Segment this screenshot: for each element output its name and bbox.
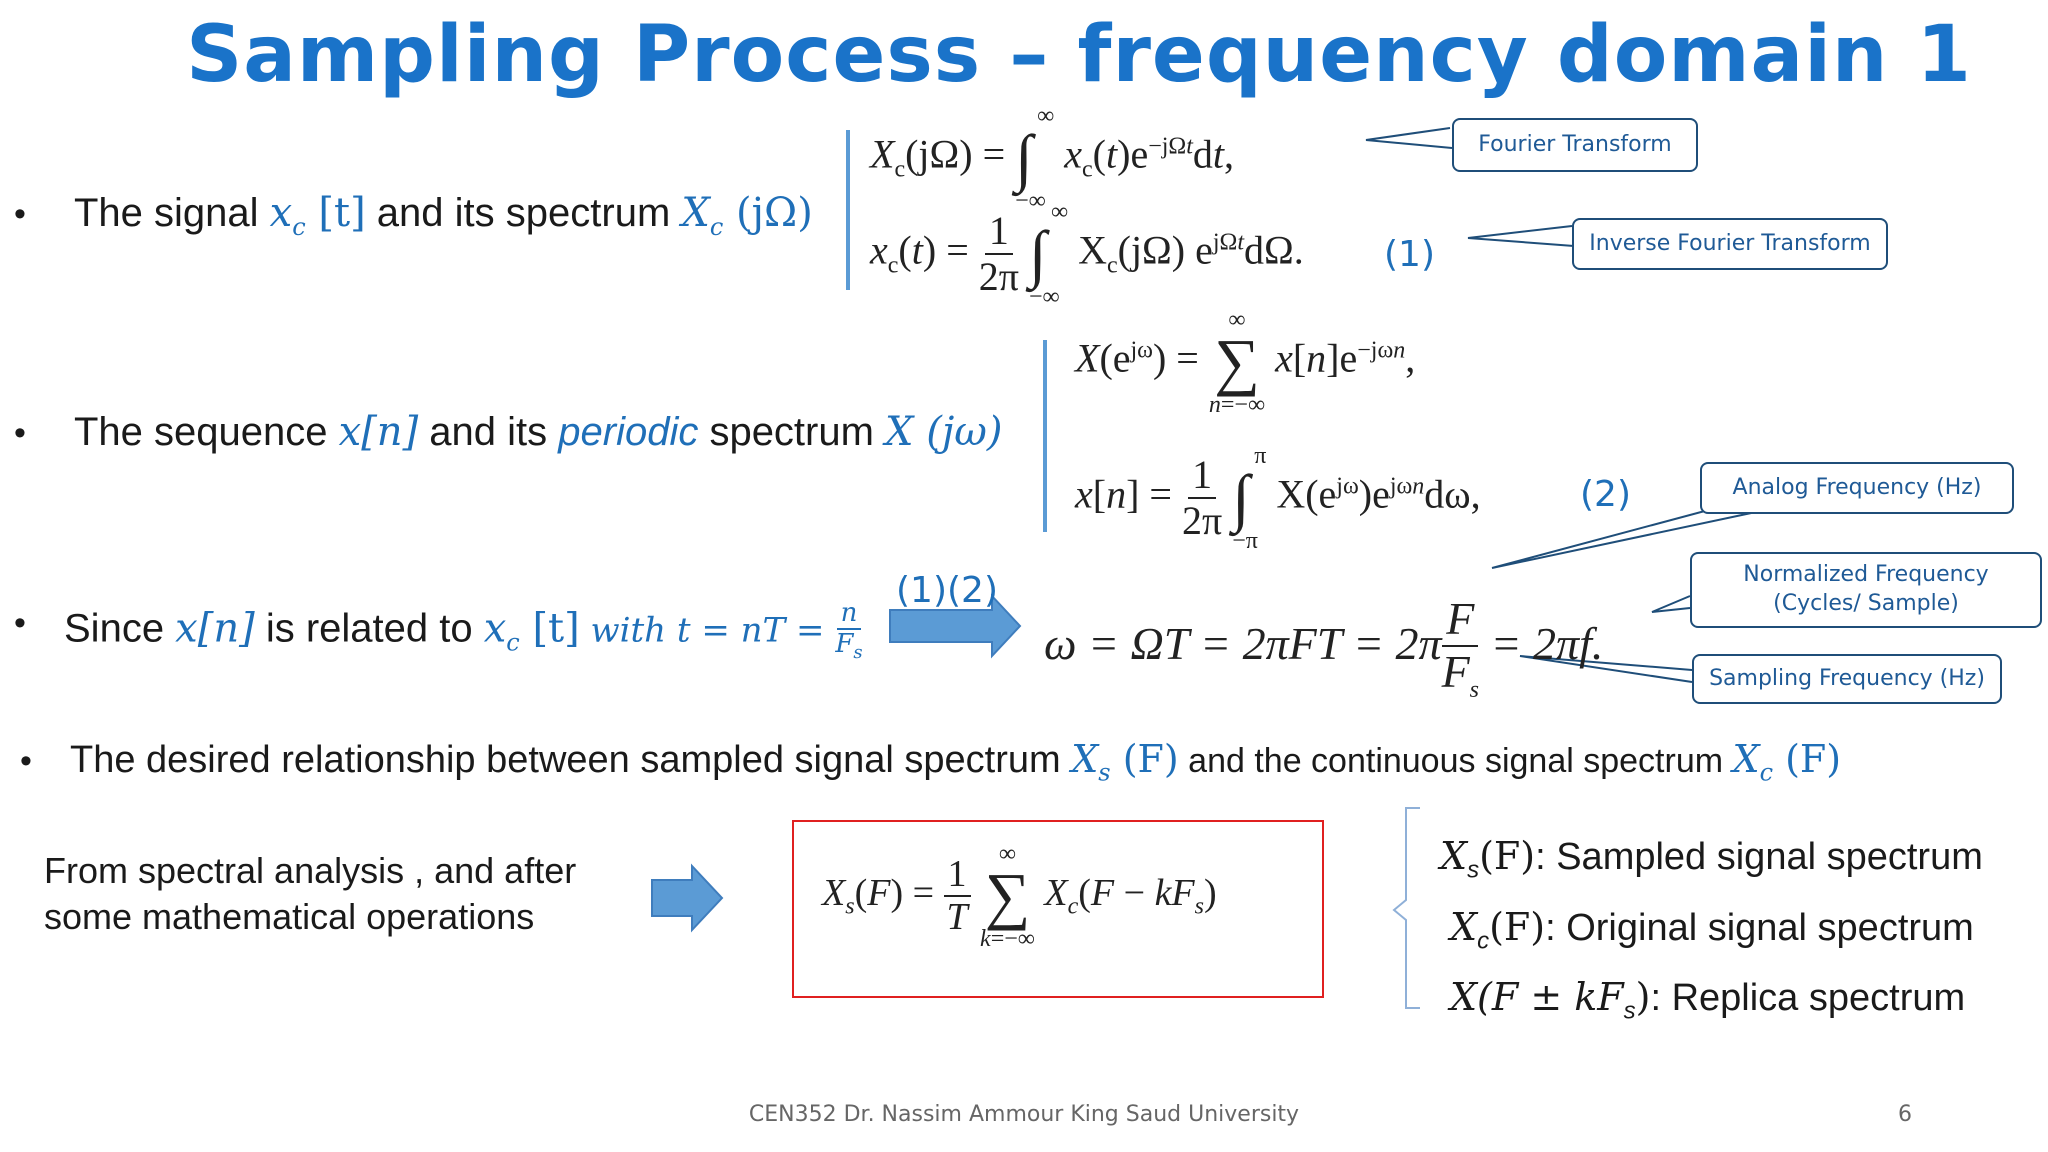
math-xc: x bbox=[269, 190, 293, 236]
bullet-4-text: The desired relationship between sampled… bbox=[70, 739, 1072, 781]
slide-title: Sampling Process – frequency domain 1 bbox=[186, 10, 1972, 100]
legend-arg: (F) bbox=[1489, 904, 1546, 949]
arrow-label: (1)(2) bbox=[896, 570, 998, 611]
omega-frac-den: Fs bbox=[1441, 645, 1480, 704]
math-arg: [t] bbox=[305, 190, 366, 236]
sampled-spectrum-box bbox=[792, 820, 1324, 998]
bullet-2-text: The sequence bbox=[74, 410, 339, 454]
math-Xc: X bbox=[681, 190, 710, 236]
bullet-1-text-2: and its spectrum bbox=[365, 191, 682, 235]
legend-text: : Sampled signal spectrum bbox=[1535, 836, 1983, 878]
legend-item-original: Xc(F): Original signal spectrum bbox=[1440, 899, 1983, 970]
page-number: 6 bbox=[1898, 1102, 1912, 1127]
math-Xjw: X (jω) bbox=[885, 409, 1003, 455]
analog-pointer bbox=[1491, 507, 1757, 569]
footer-text: CEN352 Dr. Nassim Ammour King Saud Unive… bbox=[748, 1102, 1300, 1127]
legend-text: : Replica spectrum bbox=[1650, 977, 1966, 1020]
dtft-equation: X(ejω) = ∞∑n=−∞ x[n]e−jωn, bbox=[1075, 307, 1416, 418]
math-Xs: X bbox=[1071, 737, 1099, 781]
omega-eq-right: = 2πf. bbox=[1479, 618, 1604, 670]
legend-sym: X(F ± kF bbox=[1450, 975, 1624, 1020]
normalized-line-2: (Cycles/ Sample) bbox=[1773, 591, 1959, 616]
bullet-4: The desired relationship between sampled… bbox=[70, 737, 1841, 787]
math-sub: c bbox=[1759, 758, 1774, 787]
brace-icon bbox=[1392, 807, 1420, 1009]
sampling-pointer bbox=[1519, 655, 1693, 683]
legend-item-sampled: Xs(F): Sampled signal spectrum bbox=[1440, 828, 1983, 899]
inverse-pointer bbox=[1467, 225, 1575, 247]
math-arg: (F) bbox=[1110, 737, 1179, 781]
math-arg: [t] bbox=[519, 605, 580, 652]
bullet-marker: • bbox=[14, 195, 26, 233]
spectral-line-2: some mathematical operations bbox=[44, 896, 535, 937]
legend-close: ) bbox=[1635, 975, 1651, 1020]
callout-normalized-frequency: Normalized Frequency (Cycles/ Sample) bbox=[1690, 552, 2042, 628]
spectrum-legend: Xs(F): Sampled signal spectrum Xc(F): Or… bbox=[1440, 828, 1983, 1040]
fraction-num: n bbox=[836, 599, 862, 630]
legend-sub: s bbox=[1623, 997, 1636, 1025]
math-sub: c bbox=[292, 213, 306, 241]
math-Xc: X bbox=[1732, 737, 1760, 781]
math-arg: (jΩ) bbox=[723, 190, 813, 236]
spectral-line-1: From spectral analysis , and after bbox=[44, 850, 577, 891]
bullet-3-text-2: is related to bbox=[254, 606, 484, 651]
equation-bar-2 bbox=[1043, 340, 1047, 532]
bullet-1-text: The signal bbox=[74, 191, 270, 235]
bullet-2-text-3: spectrum bbox=[698, 410, 886, 454]
legend-sub: c bbox=[1477, 927, 1490, 955]
bullet-3-text: Since bbox=[64, 606, 176, 651]
math-with: with t = nT = bbox=[579, 610, 836, 651]
bullet-2-text-2: and its bbox=[418, 410, 559, 454]
omega-frac-num: F bbox=[1442, 593, 1479, 647]
math-sub: s bbox=[1098, 758, 1111, 787]
bullet-2: The sequence x[n] and its periodic spect… bbox=[74, 409, 1002, 455]
equation-bar bbox=[846, 130, 850, 290]
math-arg: (F) bbox=[1773, 737, 1842, 781]
omega-frac-den-sym: F bbox=[1441, 645, 1470, 697]
legend-sym: X bbox=[1450, 904, 1478, 949]
normalized-line-1: Normalized Frequency bbox=[1743, 562, 1989, 588]
callout-analog-frequency: Analog Frequency (Hz) bbox=[1700, 462, 2014, 514]
math-xc: x bbox=[483, 605, 507, 652]
callout-fourier-transform: Fourier Transform bbox=[1452, 118, 1698, 172]
math-xn: x[n] bbox=[338, 409, 419, 455]
omega-eq-left: ω = ΩT = 2πFT = 2π bbox=[1044, 618, 1442, 670]
bullet-3: Since x[n] is related to xc [t] with t =… bbox=[64, 599, 863, 663]
math-sub: c bbox=[709, 213, 724, 241]
bullet-1: The signal xc [t] and its spectrum Xc (j… bbox=[74, 190, 813, 241]
fraction-den-sym: F bbox=[835, 628, 854, 659]
fraction-den: Fs bbox=[835, 628, 863, 663]
omega-frac-den-sub: s bbox=[1469, 676, 1480, 703]
callout-inverse-fourier: Inverse Fourier Transform bbox=[1572, 218, 1888, 270]
legend-sym: X bbox=[1440, 834, 1468, 878]
math-xn: x[n] bbox=[175, 605, 255, 652]
bullet-marker: • bbox=[20, 742, 32, 780]
fourier-pointer bbox=[1365, 127, 1453, 149]
periodic-word: periodic bbox=[558, 410, 699, 454]
legend-item-replica: X(F ± kFs): Replica spectrum bbox=[1440, 969, 1983, 1040]
arrow-right-icon bbox=[889, 593, 1022, 659]
bullet-marker: • bbox=[14, 414, 26, 452]
legend-text: : Original signal spectrum bbox=[1545, 906, 1974, 949]
legend-arg: (F) bbox=[1479, 834, 1536, 878]
equation-number-1: (1) bbox=[1384, 234, 1435, 275]
math-sub: c bbox=[506, 628, 520, 657]
bullet-4-text-2: and the continuous signal spectrum bbox=[1178, 742, 1733, 780]
fourier-transform-equation: Xc(jΩ) = ∞∫−∞ xc(t)e−jΩtdt, bbox=[870, 103, 1235, 214]
equation-number-2: (2) bbox=[1580, 474, 1631, 515]
normalized-pointer bbox=[1651, 595, 1691, 613]
arrow-right-icon-2 bbox=[651, 863, 724, 933]
spectral-analysis-text: From spectral analysis , and after some … bbox=[44, 848, 576, 940]
bullet-marker: • bbox=[14, 604, 26, 642]
callout-sampling-frequency: Sampling Frequency (Hz) bbox=[1692, 654, 2002, 704]
fraction-den-sub: s bbox=[853, 641, 863, 663]
legend-sub: s bbox=[1467, 856, 1480, 884]
